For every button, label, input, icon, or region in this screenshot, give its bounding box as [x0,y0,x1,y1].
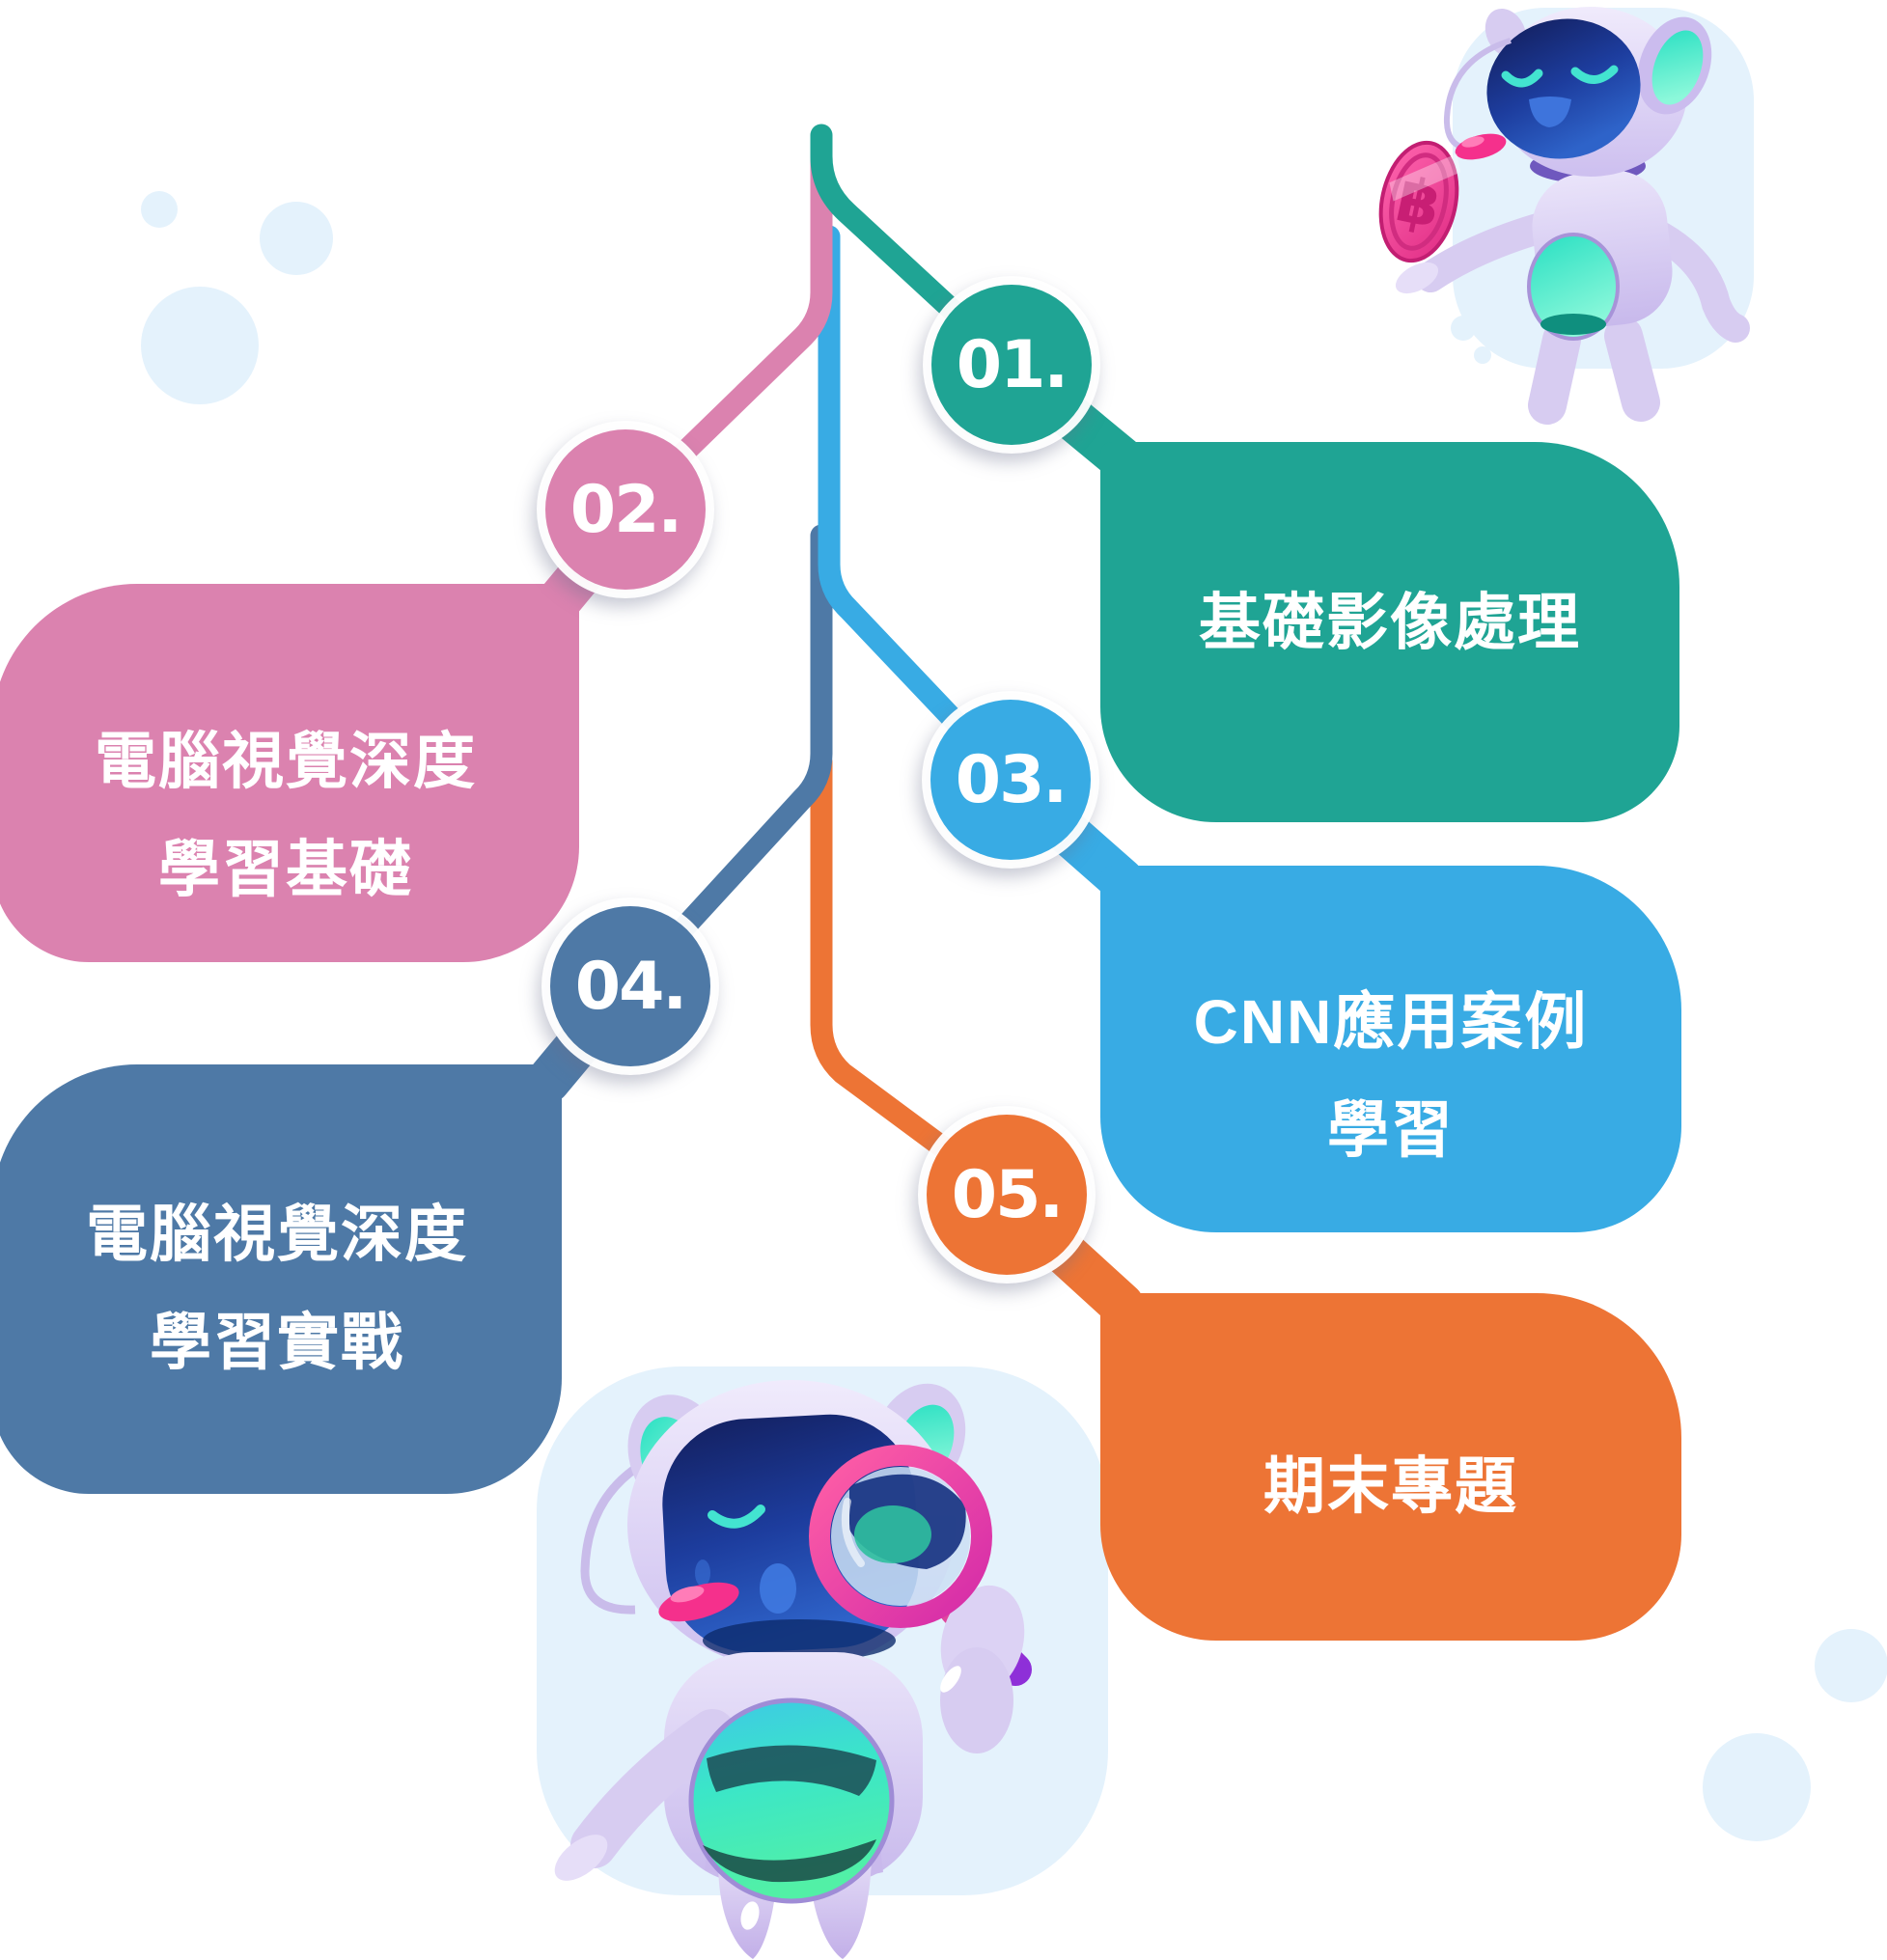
trunk-line-pink [614,125,833,521]
robot-coin-mascot: ฿ [1378,7,1754,425]
decorative-blob [1474,346,1491,364]
coin-shine [1389,153,1461,202]
node-box-01: 基礎影像處理 [1100,442,1679,822]
decorative-blob [260,202,333,275]
trunk-line-orange [810,751,1018,1206]
robot-belly [1527,233,1620,341]
robot-mouth [1529,97,1571,127]
robot-leg [1528,320,1581,425]
node-number: 03. [955,741,1068,818]
node-circle-03: 03. [930,700,1091,860]
box-title-line: 學習實戰 [150,1307,404,1377]
visor-reflection [760,1563,796,1614]
robot-ear-inner [1651,30,1704,105]
box-title-line: 電腦視覺深度 [86,1199,468,1269]
node-box-04: 電腦視覺深度 學習實戰 [0,1064,562,1494]
decorative-blob [1033,1749,1096,1812]
node-box-05: 期末專題 [1100,1293,1681,1641]
headset-mic-shine [670,1586,705,1603]
decorative-blob [1703,1733,1811,1841]
box-title-line: 基礎影像處理 [1199,588,1581,657]
visor-chin-band [703,1619,896,1662]
robot-wink-eye [708,1505,765,1529]
box-title-line: 期末專題 [1263,1451,1518,1521]
box-title-line: 學習 [1327,1095,1455,1165]
node-circle-04: 04. [550,906,710,1066]
coin-icon: ฿ [1378,140,1461,263]
decorative-blob [141,287,259,404]
trunk-line-teal [810,124,1023,376]
branch-lines [614,124,1023,1206]
robot-arm [940,1647,1013,1753]
arm-shine [940,1666,961,1693]
headset-wire [1443,38,1512,151]
headset-mic-shine [1461,136,1485,148]
node-circle-02: 02. [545,429,706,590]
robot-arm [570,1709,735,1868]
leg-shine [740,1901,760,1930]
box-title-line: 學習基礎 [158,835,413,904]
decorative-blob [141,191,178,228]
robot-belly-band [1540,314,1606,335]
box-title-line: CNN應用案例 [1193,987,1589,1057]
magnifier-icon [809,1445,992,1628]
robot-eye [1570,65,1619,84]
node-box-03: CNN應用案例 學習 [1100,866,1681,1232]
robot-arm [1415,211,1560,292]
trunk-line-slate [619,524,833,998]
decorative-blobs [141,191,1887,1841]
node-number: 05. [951,1156,1064,1233]
node-box-02: 電腦視覺深度 學習基礎 [0,584,579,962]
visor-reflection [695,1560,710,1587]
robot-eye [1501,69,1543,88]
robot-arm [1648,222,1750,343]
robot-hand [1395,262,1439,294]
node-circle-01: 01. [931,285,1092,445]
trunk-line-blue [818,225,1022,791]
box-title-line: 電腦視覺深度 [95,727,477,796]
node-number: 02. [569,471,682,548]
belly-band [703,1839,876,1883]
robot-magnifier-mascot [537,1366,1108,1959]
robot-leg [1604,317,1660,422]
node-number: 01. [956,326,1068,403]
node-circle-05: 05. [927,1115,1087,1275]
belly-reflection [707,1745,876,1796]
decorative-blob [1451,316,1476,341]
node-number: 04. [574,948,687,1025]
robot-visor [1486,18,1641,159]
decorative-blob [1815,1629,1887,1702]
robot-hand [554,1835,608,1881]
